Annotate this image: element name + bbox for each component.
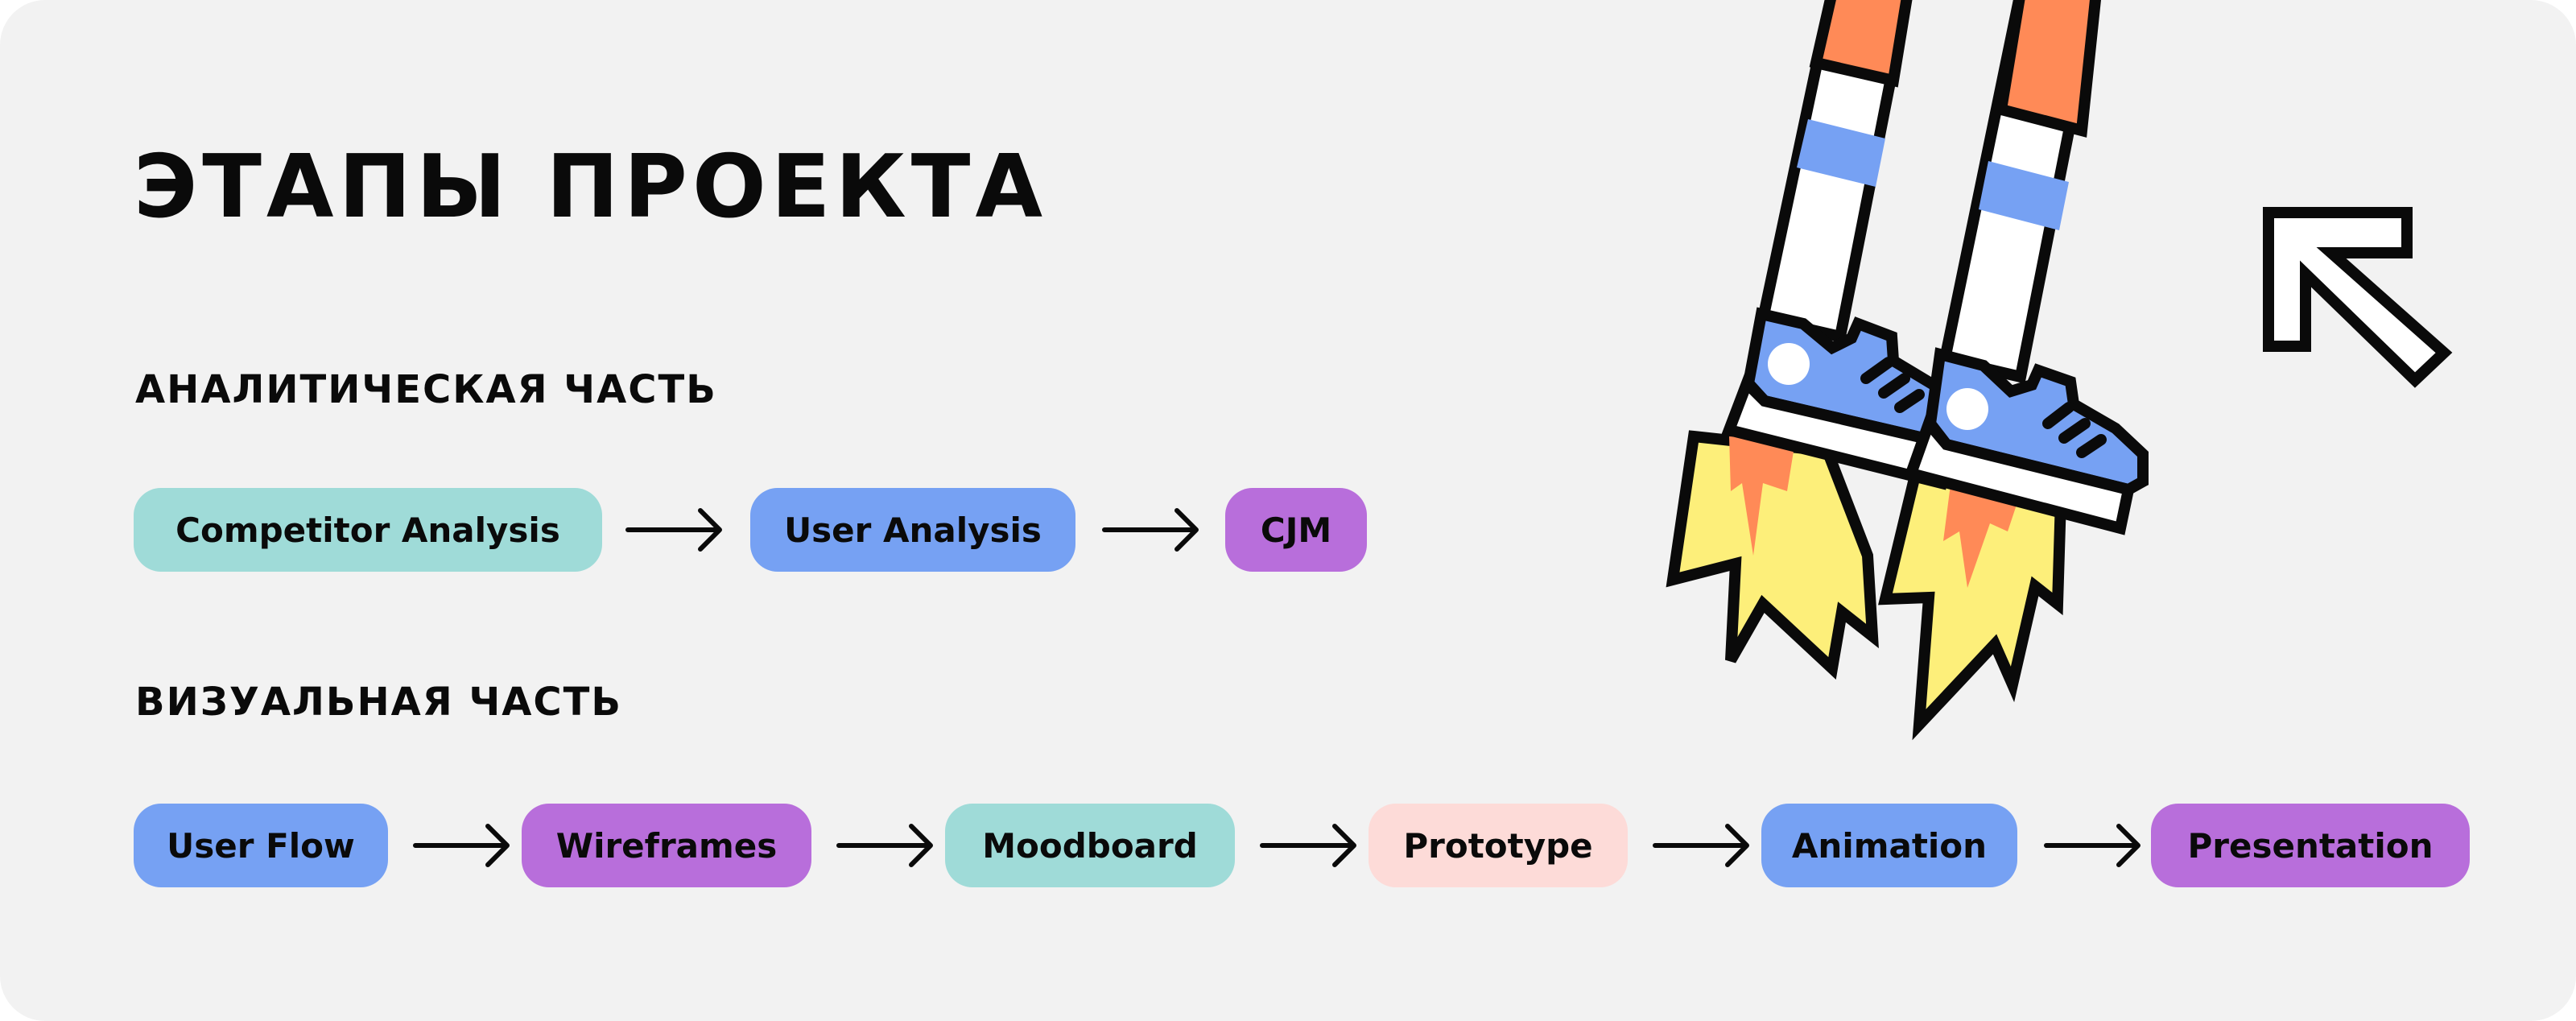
step-animation: Animation xyxy=(1761,804,2017,887)
step-user-analysis: User Analysis xyxy=(750,488,1075,572)
step-competitor-analysis: Competitor Analysis xyxy=(134,488,602,572)
step-user-flow: User Flow xyxy=(134,804,388,887)
section-title-analytic: АНАЛИТИЧЕСКАЯ ЧАСТЬ xyxy=(135,367,717,412)
section-title-visual: ВИЗУАЛЬНАЯ ЧАСТЬ xyxy=(135,680,622,725)
page-title: ЭТАПЫ ПРОЕКТА xyxy=(134,137,1048,238)
right-arrow-icon xyxy=(1102,508,1199,552)
step-cjm: CJM xyxy=(1225,488,1367,572)
step-wireframes: Wireframes xyxy=(522,804,811,887)
flame-right xyxy=(1878,465,2067,741)
up-left-arrow-icon xyxy=(2263,207,2453,388)
right-arrow-icon xyxy=(413,824,510,867)
right-arrow-icon xyxy=(1653,824,1749,867)
right-arrow-icon xyxy=(625,508,722,552)
flame-left xyxy=(1666,430,1879,680)
step-moodboard: Moodboard xyxy=(945,804,1235,887)
step-prototype: Prototype xyxy=(1368,804,1628,887)
right-arrow-icon xyxy=(836,824,933,867)
right-arrow-icon xyxy=(2044,824,2140,867)
right-arrow-icon xyxy=(1260,824,1356,867)
rocket-legs-illustration xyxy=(1666,0,2149,741)
step-presentation: Presentation xyxy=(2151,804,2470,887)
